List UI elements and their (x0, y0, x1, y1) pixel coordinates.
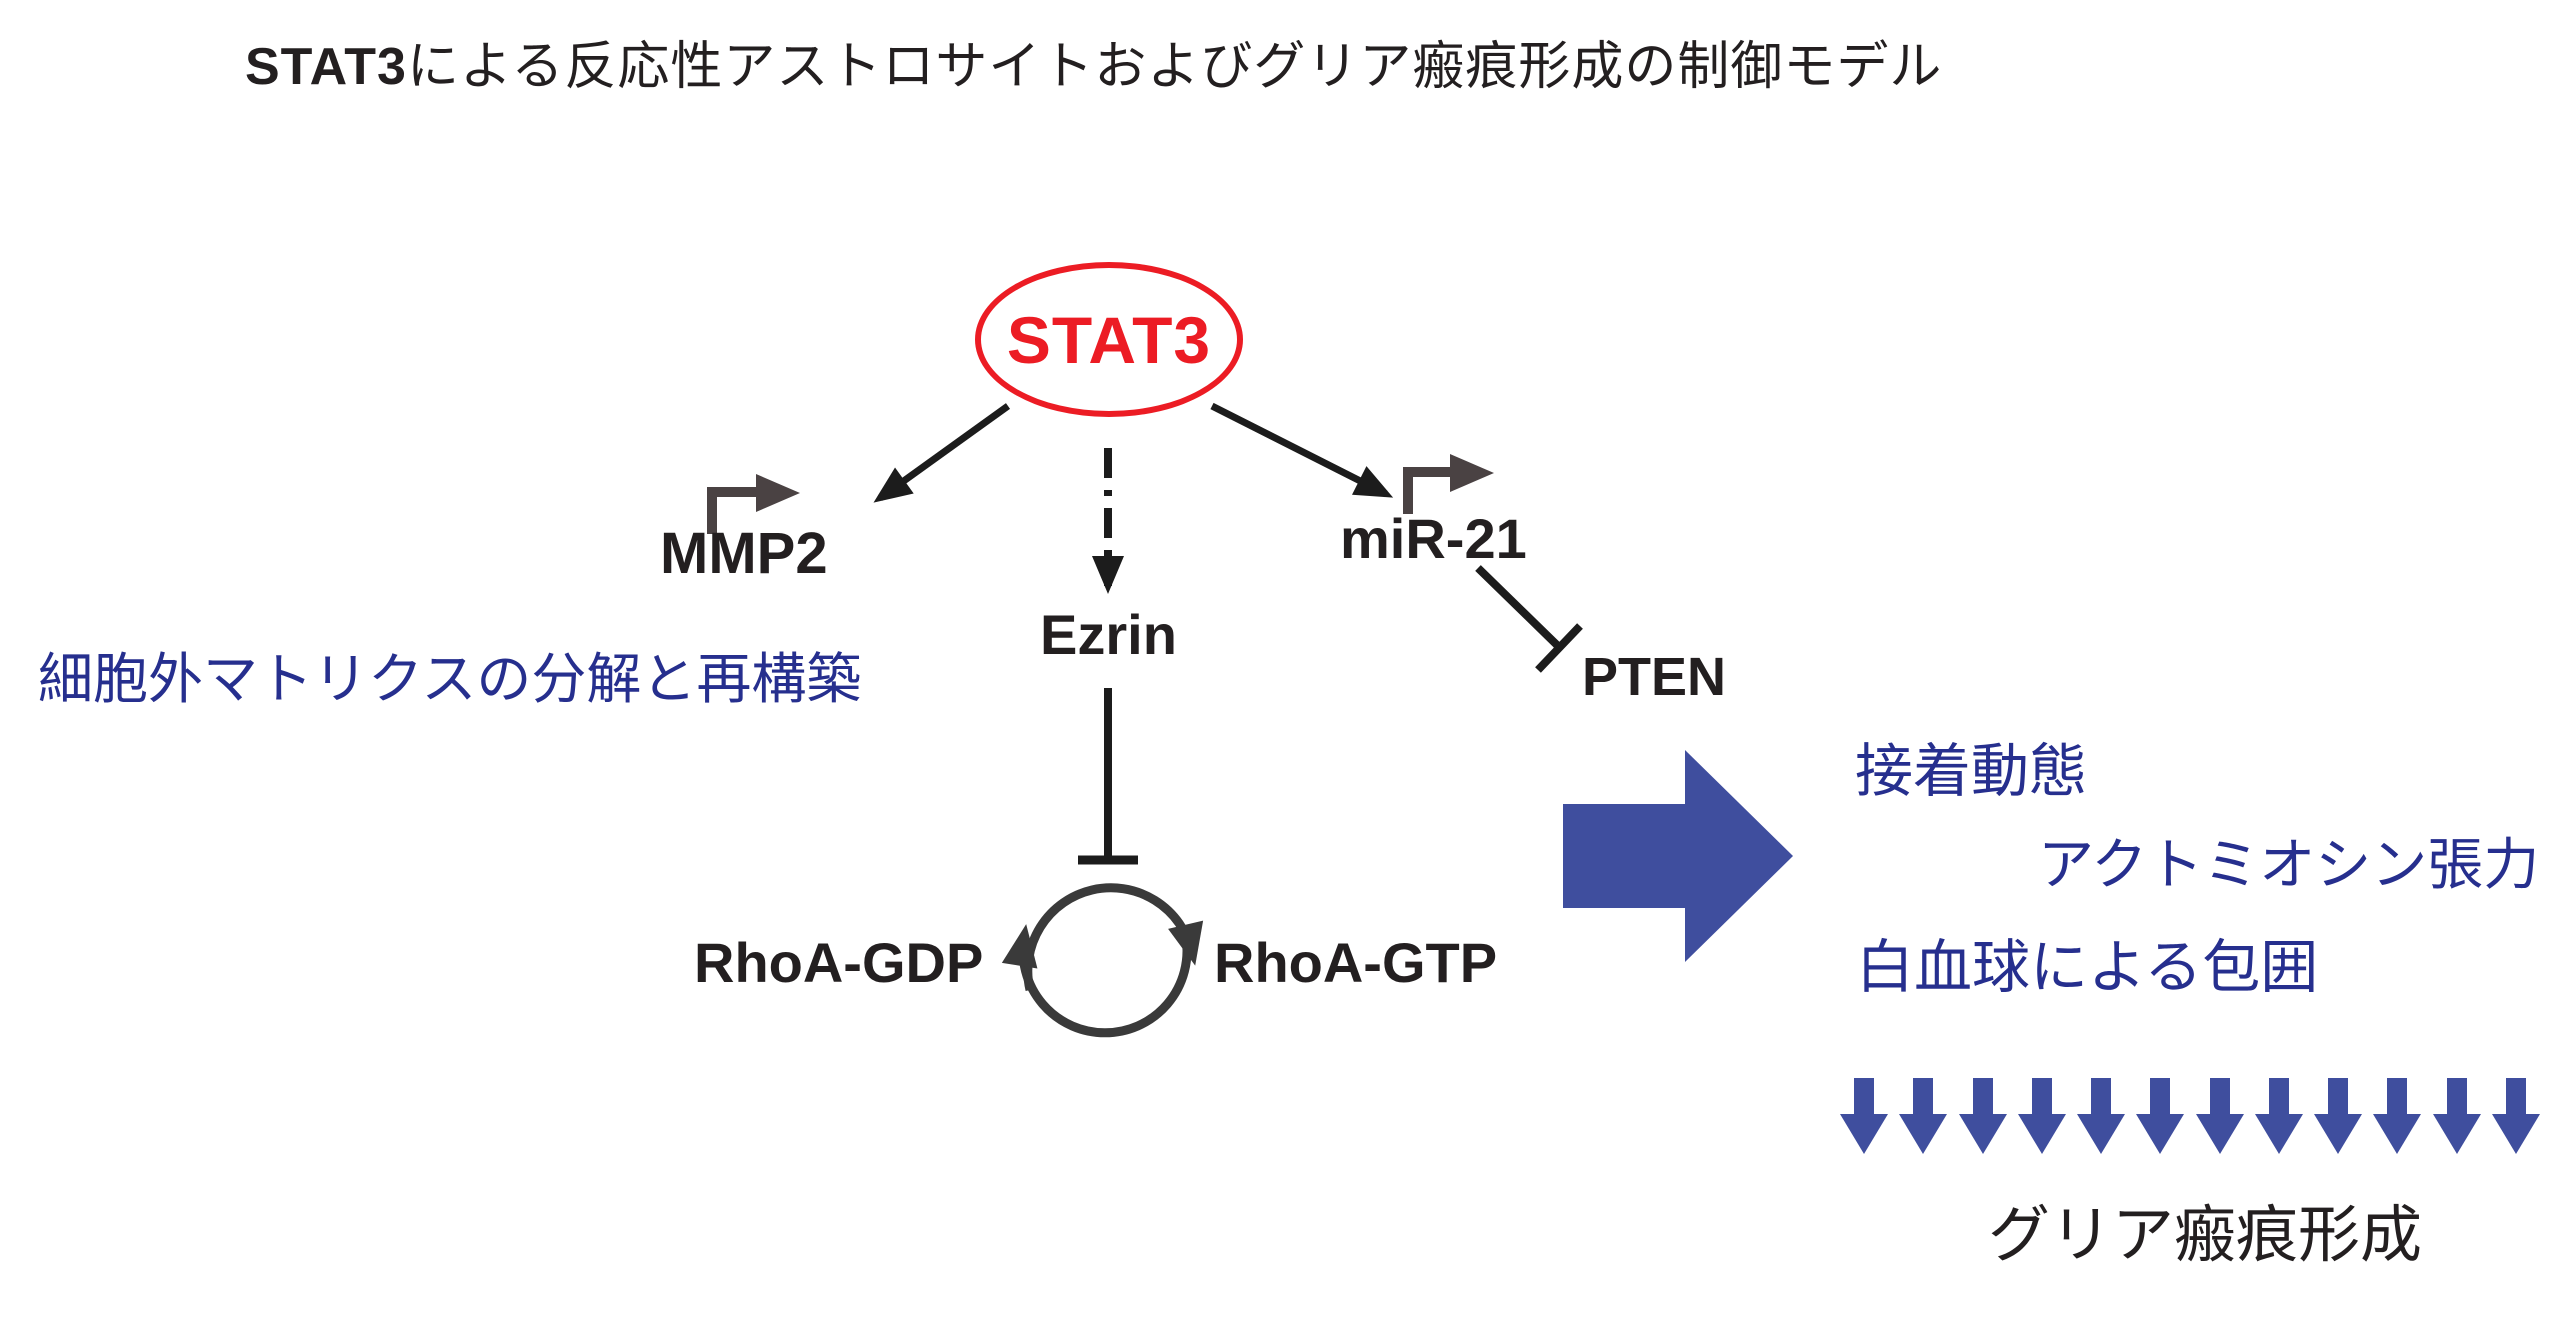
down-arrow-head (2314, 1114, 2363, 1154)
inhibition-bar-pten (1535, 623, 1583, 673)
promoter-arrowhead-mmp2 (756, 474, 800, 512)
down-arrow-icon (2136, 1078, 2185, 1156)
arrow-stat3-to-mir21 (1210, 402, 1394, 498)
down-arrow-icon (2017, 1078, 2066, 1156)
down-arrow-head (2373, 1114, 2422, 1154)
down-arrow-stem (2505, 1078, 2526, 1114)
promoter-arrow-icon-mir21 (1403, 467, 1454, 514)
adhesion-dynamics-label: 接着動態 (1855, 739, 2088, 804)
down-arrow-stem (1854, 1078, 1874, 1114)
cycle-arrow-bottom-icon (1001, 924, 1192, 1038)
down-arrow-stem (2446, 1078, 2467, 1114)
figure-title: STAT3による反応性アストロサイトおよびグリア瘢痕形成の制御モデル (245, 24, 1942, 99)
right-block-arrow-head (1685, 750, 1793, 962)
right-block-arrow-icon (1563, 750, 1793, 962)
figure-title-rest: による反応性アストロサイトおよびグリア瘢痕形成の制御モデル (406, 38, 1943, 96)
down-arrow-head (1840, 1114, 1888, 1154)
down-arrow-icon (1840, 1078, 1888, 1156)
arrow-stat3-to-mmp2 (873, 403, 1011, 503)
down-arrows-row (1840, 1078, 2540, 1156)
mmp2-label: MMP2 (660, 521, 828, 586)
down-arrow-icon (2077, 1078, 2126, 1156)
down-arrow-head (2017, 1114, 2066, 1154)
cycle-arrow-top-icon (1023, 883, 1204, 992)
down-arrow-icon (2373, 1078, 2422, 1156)
down-arrow-stem (2150, 1078, 2171, 1114)
down-arrow-stem (1972, 1078, 1993, 1114)
down-arrow-stem (2328, 1078, 2349, 1114)
down-arrow-stem (2031, 1078, 2052, 1114)
down-arrow-stem (2268, 1078, 2289, 1114)
down-arrow-icon (2254, 1078, 2303, 1156)
ecm-remodeling-label: 細胞外マトリクスの分解と再構築 (38, 648, 862, 710)
down-arrow-head (2077, 1114, 2126, 1154)
glial-scar-formation-label: グリア瘢痕形成 (1988, 1201, 2423, 1270)
down-arrow-stem (1913, 1078, 1934, 1114)
down-arrow-icon (2314, 1078, 2363, 1156)
leukocyte-corralling-label: 白血球による包囲 (1856, 935, 2319, 1000)
pten-label: PTEN (1582, 647, 1727, 707)
down-arrow-stem (2387, 1078, 2408, 1114)
ezrin-label: Ezrin (1040, 603, 1177, 666)
down-arrow-icon (2195, 1078, 2244, 1156)
right-block-arrow-body (1563, 804, 1685, 908)
actomyosin-tension-label: アクトミオシン張力 (2038, 833, 2540, 896)
down-arrow-head (2491, 1114, 2540, 1154)
down-arrow-icon (2491, 1078, 2540, 1156)
down-arrow-head (2195, 1114, 2244, 1154)
rhoa-gtp-label: RhoA-GTP (1214, 931, 1498, 994)
down-arrow-head (1899, 1114, 1948, 1154)
promoter-arrowhead-mir21 (1450, 454, 1494, 492)
stat3-node: STAT3 (975, 262, 1243, 417)
down-arrow-icon (1899, 1078, 1948, 1156)
down-arrow-icon (2432, 1078, 2481, 1156)
mir21-label: miR-21 (1340, 507, 1527, 570)
down-arrow-stem (2091, 1078, 2112, 1114)
down-arrow-icon (1958, 1078, 2007, 1156)
stat3-label: STAT3 (1006, 302, 1212, 377)
promoter-arrow-icon-mmp2 (707, 487, 760, 534)
down-arrow-head (1958, 1114, 2007, 1154)
down-arrow-head (2254, 1114, 2303, 1154)
down-arrow-head (2136, 1114, 2185, 1154)
down-arrow-head (2432, 1114, 2481, 1154)
figure-title-prefix: STAT3 (245, 38, 407, 96)
down-arrow-stem (2209, 1078, 2230, 1114)
inhibition-mir21-to-pten (1475, 565, 1561, 649)
rhoa-gdp-label: RhoA-GDP (694, 931, 984, 994)
